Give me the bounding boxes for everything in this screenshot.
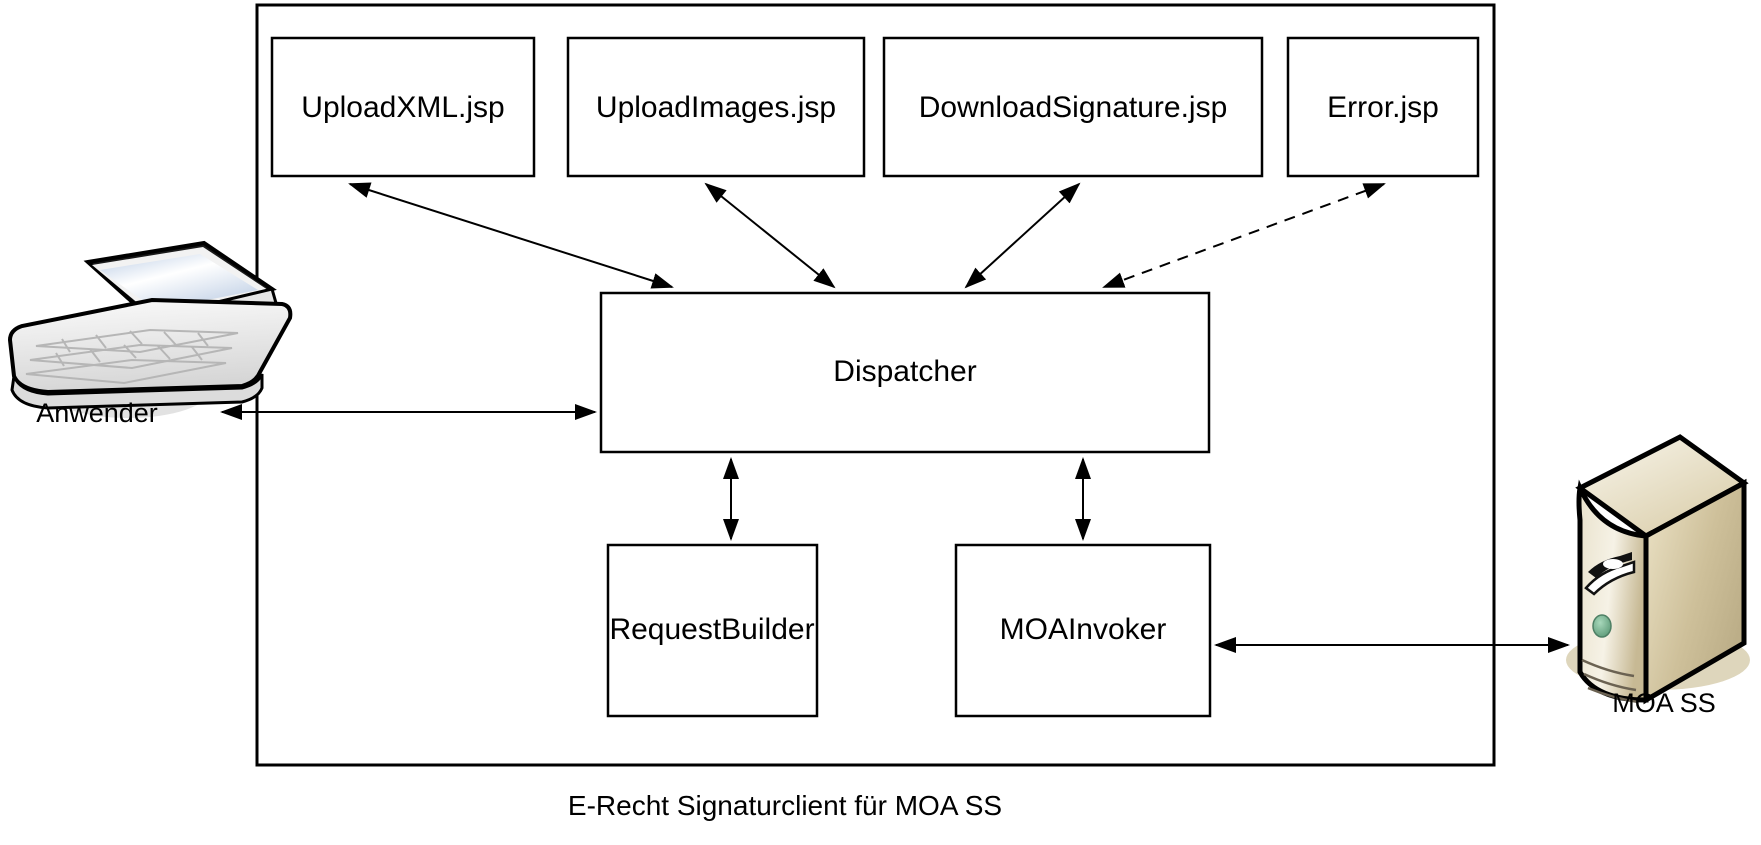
core-box-moainvoker[interactable]: MOAInvoker — [954, 543, 1212, 718]
jsp-box-error-label: Error.jsp — [1327, 91, 1439, 124]
core-box-moainvoker-rect — [954, 543, 1212, 718]
connector-uploadimages-dispatcher — [704, 182, 836, 289]
actor-label-moass: MOA SS — [1612, 688, 1716, 718]
actor-label-anwender: Anwender — [36, 398, 158, 428]
connector-downloadsignature-dispatcher — [964, 182, 1081, 289]
core-box-dispatcher[interactable]: Dispatcher — [599, 291, 1211, 454]
core-box-requestbuilder[interactable]: RequestBuilder — [606, 543, 819, 718]
jsp-box-uploadxml-rect — [270, 36, 536, 178]
jsp-box-uploadxml-label: UploadXML.jsp — [301, 91, 504, 124]
jsp-box-uploadimages-rect — [566, 36, 866, 178]
connector-uploadxml-dispatcher — [348, 182, 674, 289]
core-box-dispatcher-rect — [599, 291, 1211, 454]
connector-error-dispatcher — [1102, 183, 1386, 288]
core-box-requestbuilder-rect — [606, 543, 819, 718]
server-icon — [1566, 434, 1750, 705]
core-box-dispatcher-label: Dispatcher — [833, 355, 976, 388]
jsp-box-error-rect — [1286, 36, 1480, 178]
jsp-box-uploadimages-label: UploadImages.jsp — [596, 91, 836, 124]
jsp-box-downloadsignature[interactable]: DownloadSignature.jsp — [882, 36, 1264, 178]
jsp-box-uploadxml[interactable]: UploadXML.jsp — [270, 36, 536, 178]
core-box-requestbuilder-label: RequestBuilder — [609, 613, 814, 646]
jsp-box-error[interactable]: Error.jsp — [1286, 36, 1480, 178]
jsp-box-uploadimages[interactable]: UploadImages.jsp — [566, 36, 866, 178]
laptop-icon — [7, 240, 293, 418]
jsp-box-downloadsignature-label: DownloadSignature.jsp — [919, 91, 1228, 124]
diagram-caption: E-Recht Signaturclient für MOA SS — [568, 790, 1002, 821]
jsp-box-downloadsignature-rect — [882, 36, 1264, 178]
core-box-moainvoker-label: MOAInvoker — [1000, 613, 1167, 646]
